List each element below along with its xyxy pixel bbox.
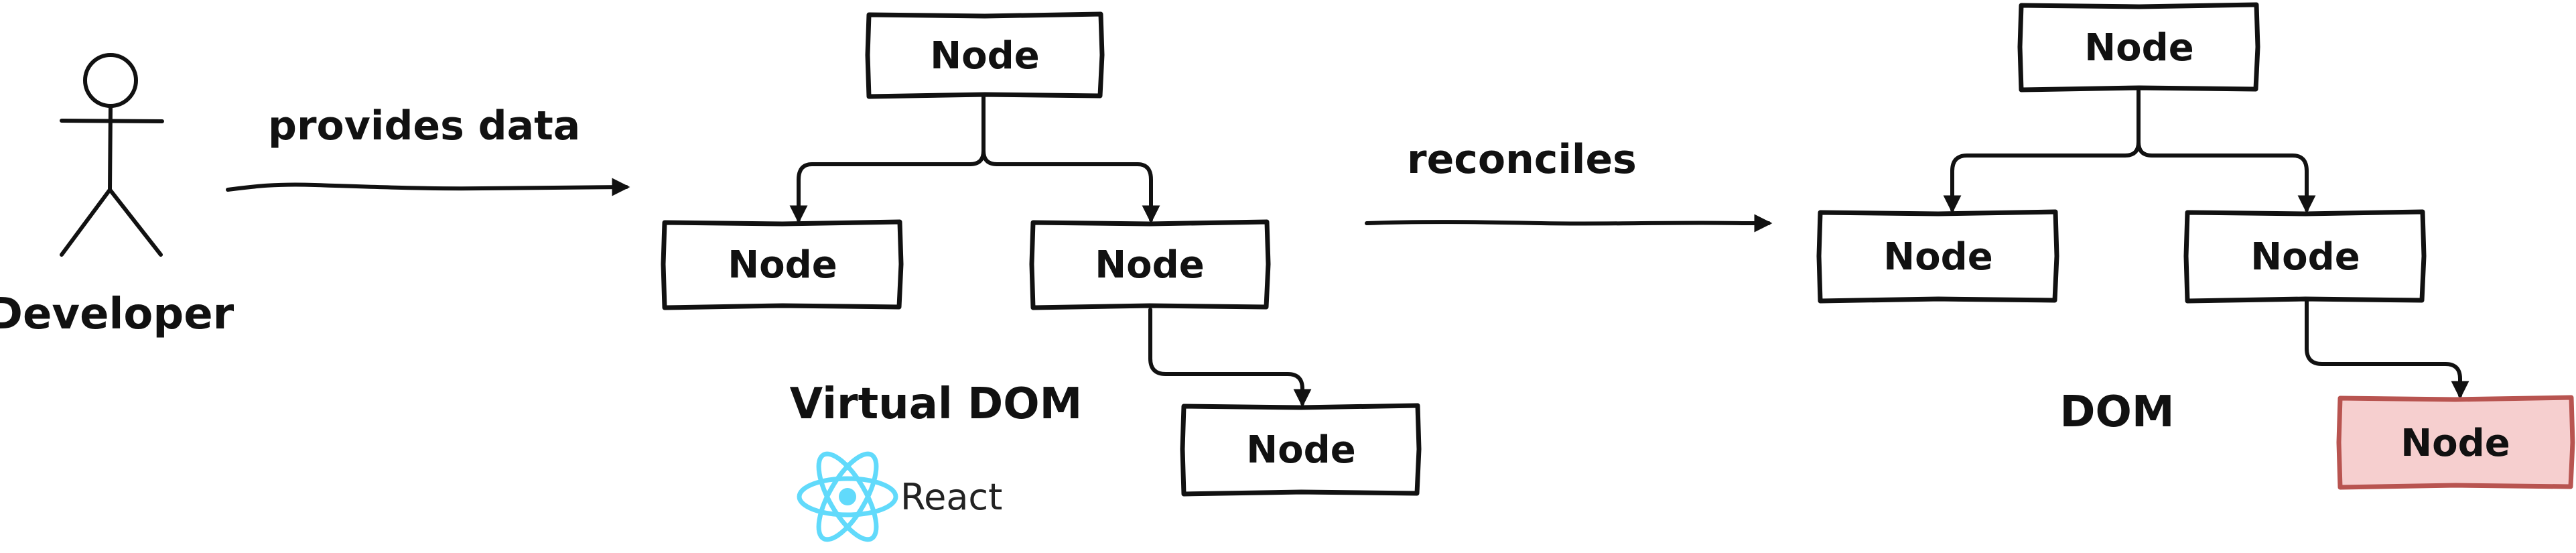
dom-node-root-label: Node	[2084, 26, 2193, 70]
provides-data-edge: provides data	[226, 103, 630, 196]
vdom-edge-root-left	[789, 95, 986, 224]
vdom-node-left: Node	[661, 219, 904, 310]
react-atom-icon	[797, 451, 898, 542]
dom-edge-root-left	[1943, 89, 2141, 214]
dom-node-right-label: Node	[2250, 235, 2360, 279]
dom-node-left-label: Node	[1883, 235, 1992, 279]
dom-node-child-highlighted: Node	[2336, 395, 2575, 490]
virtual-dom-tree: Node Node Node Node Virtual DOM React	[661, 11, 1422, 542]
dom-node-left: Node	[1816, 209, 2059, 304]
stick-figure-icon	[60, 53, 164, 257]
dom-node-child-label: Node	[2400, 422, 2510, 465]
react-badge: React	[797, 451, 1002, 542]
reconciles-label: reconciles	[1407, 136, 1637, 183]
vdom-node-root: Node	[865, 11, 1105, 99]
vdom-edge-right-child	[1148, 308, 1312, 408]
dom-title: DOM	[2059, 387, 2174, 437]
vdom-node-child: Node	[1180, 403, 1422, 497]
virtual-dom-title: Virtual DOM	[790, 379, 1083, 429]
vdom-node-left-label: Node	[728, 243, 837, 287]
vdom-node-right-label: Node	[1095, 243, 1204, 287]
provides-data-label: provides data	[268, 103, 580, 149]
dom-node-root: Node	[2017, 2, 2260, 93]
vdom-node-child-label: Node	[1246, 428, 1355, 472]
dom-node-right: Node	[2183, 209, 2427, 304]
react-label: React	[900, 476, 1002, 518]
vdom-node-right: Node	[1029, 219, 1271, 310]
dom-tree: Node Node Node Node DOM	[1816, 2, 2575, 490]
dom-edge-right-child	[2305, 298, 2469, 400]
developer-actor: Developer	[0, 53, 234, 339]
vdom-node-root-label: Node	[930, 34, 1039, 78]
vdom-edge-root-right	[981, 95, 1160, 224]
dom-edge-root-right	[2137, 89, 2316, 214]
reconciles-edge: reconciles	[1365, 136, 1773, 233]
developer-label: Developer	[0, 290, 234, 339]
